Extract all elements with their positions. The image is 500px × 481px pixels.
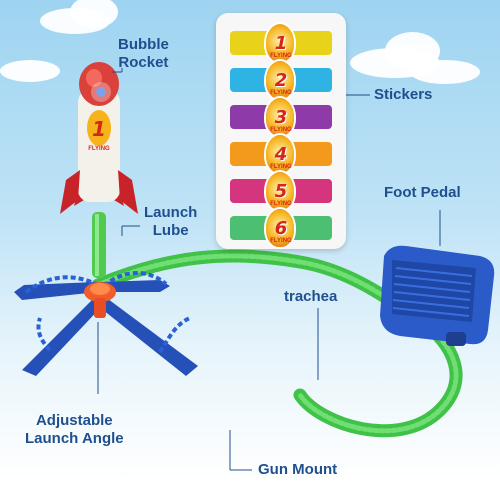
rocket-icon: 1 FLYING xyxy=(60,62,138,214)
label-launch-lube: Launch Lube xyxy=(144,204,198,239)
cloud xyxy=(410,60,480,84)
label-gun-mount: Gun Mount xyxy=(258,461,338,478)
cloud xyxy=(0,60,60,82)
foot-pedal-icon xyxy=(380,245,495,346)
label-stickers: Stickers xyxy=(374,86,433,103)
label-foot-pedal: Foot Pedal xyxy=(384,184,461,201)
svg-text:1: 1 xyxy=(92,117,106,141)
label-trachea: trachea xyxy=(284,288,338,305)
label-adjustable-launch-angle: Adjustable Launch Angle xyxy=(25,412,124,447)
cloud xyxy=(70,0,118,28)
rocket-fin-text: FLYING xyxy=(88,146,110,152)
launch-stand-icon xyxy=(14,271,198,376)
label-bubble-rocket: Bubble Rocket xyxy=(118,36,169,71)
